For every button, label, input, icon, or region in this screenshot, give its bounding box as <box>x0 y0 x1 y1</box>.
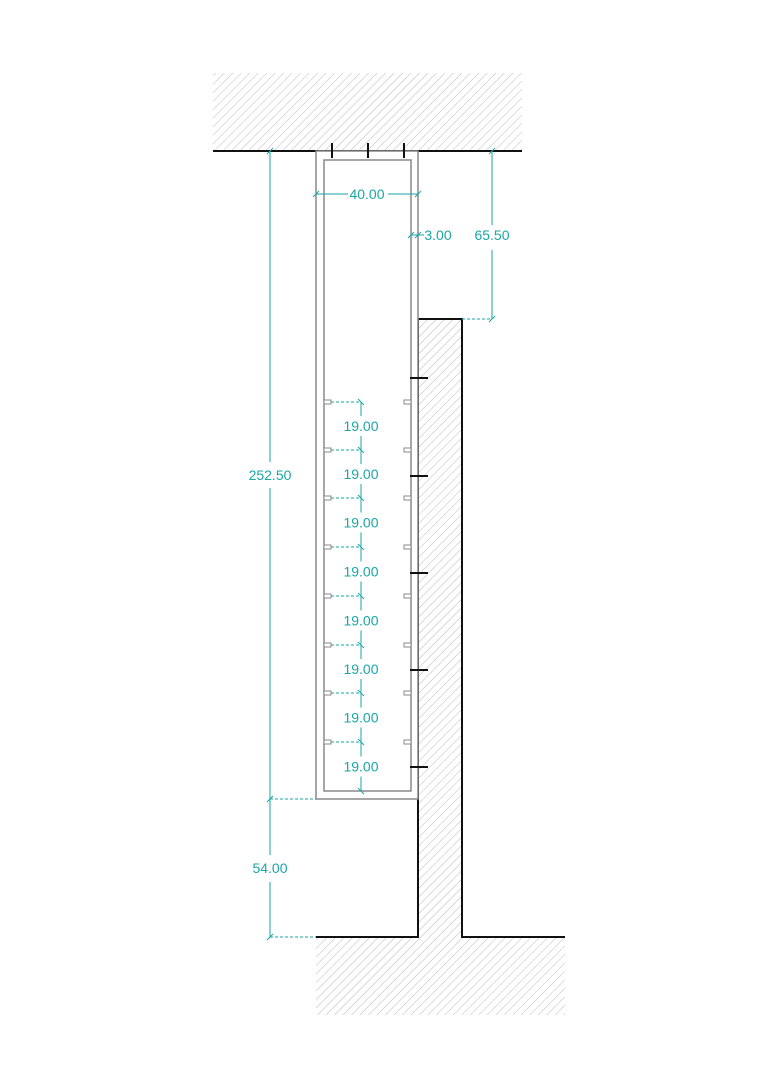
shelf-pin <box>323 642 332 648</box>
dimension-line <box>414 231 422 239</box>
shelf-pin <box>323 495 332 501</box>
shelf-spacing-label: 19.00 <box>343 564 378 580</box>
wall-outline <box>316 318 565 938</box>
dimension-line <box>357 446 365 454</box>
shelf-spacing-label: 19.00 <box>343 710 378 726</box>
ceiling-hatch <box>213 73 522 151</box>
shelf-pin <box>323 690 332 696</box>
shelf-pin <box>403 399 412 405</box>
floor-hatch <box>316 937 565 1015</box>
shelf-spacing-label: 19.00 <box>343 759 378 775</box>
dimension-line <box>357 494 365 502</box>
floor-clearance-label: 54.00 <box>252 860 287 876</box>
cabinet-outer <box>315 150 419 800</box>
top-offset-label: 65.50 <box>474 227 509 243</box>
shelf-pins <box>323 399 412 745</box>
dimension-lines <box>266 147 496 941</box>
shelf-spacing-label: 19.00 <box>343 661 378 677</box>
shelf-spacing-label: 19.00 <box>343 466 378 482</box>
cabinet-width-label: 40.00 <box>349 186 384 202</box>
shelf-pin <box>323 739 332 745</box>
shelf-pin <box>403 739 412 745</box>
dimension-line <box>488 147 496 155</box>
dimension-line <box>266 147 274 155</box>
dimension-line <box>357 592 365 600</box>
shelf-pin <box>403 593 412 599</box>
wall-hatch <box>418 319 462 937</box>
wall-fixings <box>410 377 428 768</box>
shelf-pin <box>403 642 412 648</box>
dimension-line <box>414 190 422 198</box>
shelf-pin <box>403 447 412 453</box>
shelf-pin <box>403 690 412 696</box>
dimension-line <box>357 543 365 551</box>
dimension-line <box>357 398 365 406</box>
shelf-pin <box>323 399 332 405</box>
dimension-line <box>312 190 320 198</box>
dimension-line <box>357 689 365 697</box>
dimension-line <box>266 933 274 941</box>
wall-gap-label: 3.00 <box>424 227 451 243</box>
dimension-line <box>357 738 365 746</box>
shelf-spacing-label: 19.00 <box>343 418 378 434</box>
ceiling-hangers <box>331 143 405 158</box>
dimension-line <box>357 641 365 649</box>
dimension-line <box>488 315 496 323</box>
shelf-pin <box>403 544 412 550</box>
shelf-pin <box>323 544 332 550</box>
dimension-line <box>407 231 415 239</box>
cabinet-height-label: 252.50 <box>249 467 292 483</box>
shelf-pin <box>403 495 412 501</box>
shelf-pin <box>323 593 332 599</box>
shelf-pin <box>323 447 332 453</box>
shelf-spacing-label: 19.00 <box>343 515 378 531</box>
dimension-line <box>357 787 365 795</box>
shelf-spacing-label: 19.00 <box>343 613 378 629</box>
